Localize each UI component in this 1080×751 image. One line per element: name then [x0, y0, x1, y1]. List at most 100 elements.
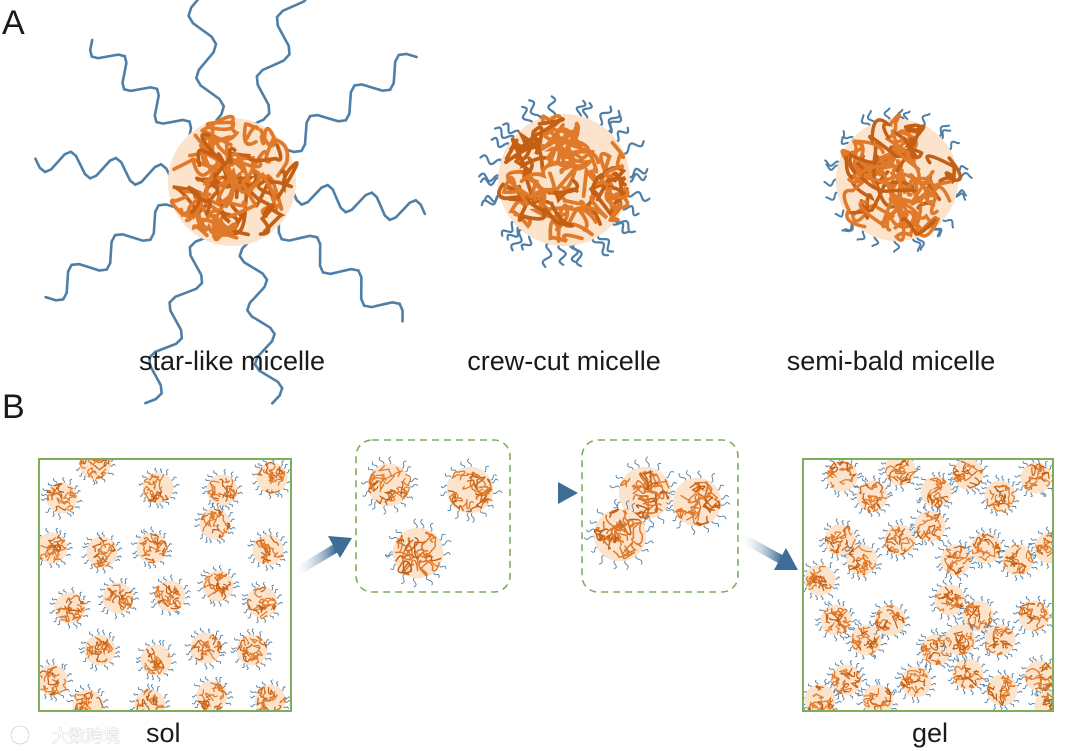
corona-chain: [969, 536, 975, 540]
corona-chain: [197, 587, 204, 592]
corona-chain: [45, 507, 52, 513]
corona-chain: [444, 473, 452, 479]
corona-chain: [862, 538, 866, 546]
arrow-fused-to-gel: [737, 533, 798, 570]
corona-chain: [31, 546, 37, 548]
corona-chain: [836, 693, 841, 700]
corona-chain: [886, 492, 893, 496]
corona-chain: [67, 622, 71, 629]
corona-chain: [108, 632, 112, 639]
corona-chain: [168, 610, 172, 616]
micelle: [241, 581, 283, 624]
corona-chain: [956, 654, 960, 662]
corona-chain: [257, 561, 261, 568]
corona-chain: [85, 720, 87, 726]
corona-chain: [97, 443, 99, 449]
corona-chain: [917, 498, 924, 504]
corona-chain: [836, 554, 839, 561]
corona-chain: [92, 478, 96, 485]
corona-chain: [53, 616, 59, 623]
corona-chain: [902, 609, 908, 614]
corona-chain: [140, 529, 146, 536]
corona-chain: [940, 643, 947, 648]
corona-chain: [624, 500, 630, 511]
corona-chain: [541, 240, 553, 268]
corona-chain: [848, 646, 854, 652]
corona-chain: [273, 714, 275, 721]
corona-chain: [941, 646, 948, 652]
corona-chain: [941, 215, 955, 229]
corona-chain: [844, 490, 849, 497]
corona-chain: [813, 560, 817, 567]
micelle: [440, 458, 503, 523]
corona-chain: [1011, 647, 1018, 652]
corona-chain: [1060, 559, 1065, 563]
corona-chain: [942, 533, 948, 538]
corona-chain: [900, 518, 903, 526]
micelle: [1028, 686, 1053, 711]
corona-chain: [82, 614, 89, 618]
corona-chain: [984, 698, 991, 704]
corona-chain: [828, 683, 834, 689]
corona-chain: [1065, 545, 1070, 547]
corona-chain: [875, 678, 878, 686]
corona-chain: [858, 620, 862, 627]
corona-chain: [941, 513, 947, 518]
corona-chain: [1042, 686, 1047, 693]
corona-chain: [1013, 619, 1021, 624]
corona-chain: [205, 536, 209, 544]
corona-chain: [626, 172, 647, 183]
micelle: [938, 619, 981, 662]
corona-chain: [191, 694, 198, 698]
corona-chain: [884, 485, 890, 490]
corona-chain: [858, 540, 862, 546]
corona-chain: [154, 467, 158, 474]
corona-chain: [281, 541, 288, 546]
micelle: [39, 658, 74, 702]
corona-chain: [805, 563, 811, 570]
micelle: [666, 470, 731, 535]
corona-chain: [383, 504, 387, 515]
corona-chain: [403, 466, 412, 473]
corona-chain: [39, 662, 44, 669]
corona-chain: [930, 682, 937, 686]
corona-chain: [932, 471, 936, 478]
corona-chain: [851, 572, 856, 579]
corona-chain: [131, 591, 138, 596]
corona-chain: [1048, 658, 1053, 665]
corona-chain: [413, 576, 417, 588]
corona-chain: [166, 644, 172, 651]
corona-chain: [825, 163, 841, 171]
corona-chain: [232, 581, 239, 585]
corona-chain: [921, 477, 927, 482]
micelle: [478, 95, 651, 268]
corona-chain: [1020, 600, 1025, 606]
corona-chain: [71, 587, 75, 594]
corona-chain: [225, 503, 230, 511]
corona-chain: [251, 583, 256, 590]
corona-chain: [950, 490, 957, 495]
corona-chain: [400, 460, 407, 470]
corona-chain: [148, 501, 153, 508]
corona-chain: [1001, 475, 1004, 482]
corona-chain: [66, 699, 74, 703]
micelle: [997, 539, 1039, 581]
corona-chain: [254, 464, 261, 470]
corona-chain: [251, 628, 255, 636]
corona-chain: [886, 634, 890, 641]
corona-chain: [266, 652, 272, 656]
corona-chain: [420, 518, 425, 530]
corona-chain: [947, 669, 954, 672]
corona-chain: [982, 684, 988, 688]
corona-chain: [818, 542, 826, 547]
corona-chain: [1003, 669, 1007, 676]
corona-chain: [135, 660, 142, 664]
corona-chain: [996, 532, 1001, 539]
corona-chain: [947, 677, 955, 682]
corona-chain: [278, 536, 285, 541]
corona-chain: [624, 558, 629, 570]
corona-chain: [953, 657, 960, 663]
corona-chain: [62, 664, 68, 671]
corona-chain: [255, 581, 260, 588]
corona-chain: [528, 99, 542, 124]
